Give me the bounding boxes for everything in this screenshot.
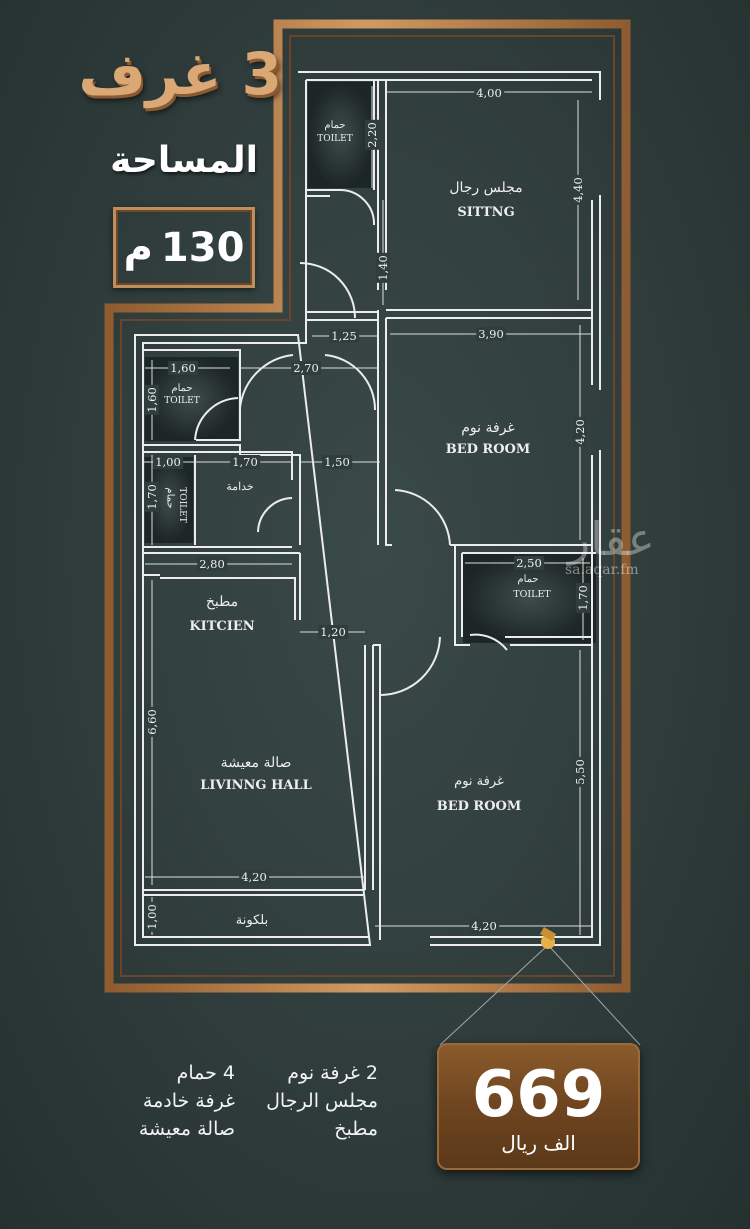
rooms-count-title: 3 غرف	[78, 40, 282, 108]
features-col2: 4 حمام غرفة خادمة صالة معيشة	[139, 1062, 235, 1140]
features-col1: 2 غرفة نوم مجلس الرجال مطبخ	[266, 1062, 378, 1140]
area-box: 130 م	[113, 207, 255, 288]
walls	[134, 71, 601, 946]
dim-label: 4,20	[469, 919, 499, 933]
bedroom2-en: BED ROOM	[436, 799, 522, 814]
maid-room-ar: خدامة	[226, 480, 254, 493]
dim-label: 3,90	[476, 327, 506, 341]
feature-item: 2 غرفة نوم	[287, 1062, 378, 1084]
feature-item: مجلس الرجال	[266, 1090, 378, 1112]
dim-label: 2,20	[365, 120, 379, 150]
dim-label: 2,80	[197, 557, 227, 571]
area-label: المساحة	[110, 140, 258, 181]
dim-label: 2,70	[291, 361, 321, 375]
watermark-logo: عقار	[568, 512, 655, 566]
sitting-en: SITTNG	[457, 205, 515, 220]
price-currency: الف ريال	[501, 1131, 576, 1155]
dim-label: 1,25	[329, 329, 359, 343]
feature-item: 4 حمام	[176, 1062, 235, 1084]
living-en: LIVINNG HALL	[200, 778, 312, 793]
toilet-right-en: TOILET	[513, 589, 551, 600]
wood-frame	[104, 19, 631, 993]
dim-label: 1,70	[145, 482, 159, 512]
dim-label: 1,70	[576, 583, 590, 613]
dim-label: 6,60	[145, 707, 159, 737]
dim-label: 1,60	[168, 361, 198, 375]
area-value: 130	[160, 224, 245, 271]
bedroom1-ar: غرفة نوم	[461, 420, 515, 436]
dim-label: 1,00	[153, 455, 183, 469]
price-value: 669	[471, 1058, 606, 1132]
feature-item: غرفة خادمة	[142, 1090, 235, 1112]
toilet-top-en: TOILET	[317, 134, 353, 144]
dim-label: 4,40	[571, 175, 585, 205]
dim-label: 1,50	[322, 455, 352, 469]
living-ar: صالة معيشة	[220, 755, 292, 771]
toilet-top-ar: حمام	[324, 120, 346, 131]
dim-label: 1,40	[376, 253, 390, 283]
dim-label: 1,60	[145, 385, 159, 415]
toilet-left1-ar: حمام	[171, 383, 193, 394]
toilet-right-ar: حمام	[517, 574, 539, 585]
sitting-ar: مجلس رجال	[449, 180, 523, 196]
kitchen-en: KITCIEN	[189, 619, 255, 634]
dim-label: 1,00	[145, 902, 159, 932]
dim-label: 4,20	[573, 417, 587, 447]
dim-label: 2,50	[514, 556, 544, 570]
bedroom2-ar: غرفة نوم	[454, 774, 504, 789]
door-swings	[194, 189, 508, 696]
price-board: 669 الف ريال	[437, 1043, 640, 1170]
balcony-ar: بلكونة	[235, 913, 269, 928]
area-unit: م	[123, 224, 153, 271]
toilet-left2-ar: حمام	[164, 487, 176, 509]
dim-label: 4,20	[239, 870, 269, 884]
dim-label: 1,20	[318, 625, 348, 639]
feature-item: صالة معيشة	[138, 1118, 235, 1140]
kitchen-ar: مطبخ	[205, 594, 239, 610]
dim-label: 4,00	[474, 86, 504, 100]
feature-item: مطبخ	[334, 1118, 378, 1140]
dim-label: 1,70	[230, 455, 260, 469]
watermark-site: sa.aqar.fm	[565, 562, 639, 578]
toilet-left1-en: TOILET	[164, 396, 200, 406]
bedroom1-en: BED ROOM	[445, 442, 531, 457]
toilet-left2-en: TOILET	[177, 487, 187, 523]
dim-label: 5,50	[573, 757, 587, 787]
pin-icon	[439, 927, 641, 1046]
